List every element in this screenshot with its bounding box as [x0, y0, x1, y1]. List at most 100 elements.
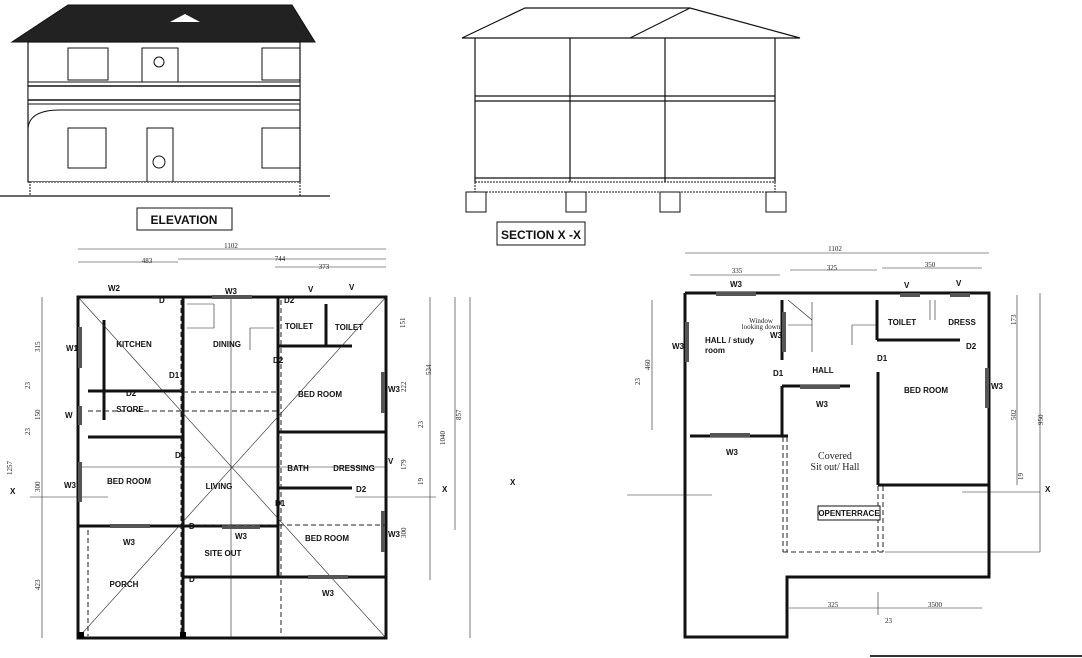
- room-label: BED ROOM: [904, 386, 948, 395]
- room-label: LIVING: [206, 482, 233, 491]
- dimension: 325: [827, 264, 838, 272]
- room-label: DRESS: [948, 318, 976, 327]
- section-drawing: SECTION X -X: [461, 7, 801, 246]
- dimension: 1102: [828, 245, 842, 253]
- dimension: 460: [644, 359, 652, 370]
- ground-floor-plan: KITCHEN DINING TOILET TOILET STORE BED R…: [6, 242, 471, 640]
- dimension: 315: [34, 341, 42, 352]
- room-label: DRESSING: [333, 464, 375, 473]
- opening-label: D2: [356, 485, 367, 494]
- opening-label: W3: [388, 385, 401, 394]
- opening-label: V: [388, 457, 394, 466]
- opening-label: D: [159, 296, 165, 305]
- opening-label: V: [349, 283, 355, 292]
- room-label: OPENTERRACE: [818, 509, 880, 518]
- dimension: 744: [275, 255, 286, 263]
- first-floor-plan: HALL / study room HALL TOILET DRESS BED …: [627, 245, 1051, 639]
- opening-label: W3: [64, 481, 77, 490]
- dimension: 151: [399, 317, 407, 328]
- opening-label: D2: [273, 356, 284, 365]
- dimension: 23: [634, 378, 642, 386]
- opening-label: V: [308, 285, 314, 294]
- room-label: SITE OUT: [205, 549, 242, 558]
- opening-label: W3: [123, 538, 136, 547]
- section-mark: X: [442, 485, 448, 494]
- opening-label: V: [956, 279, 962, 288]
- opening-label: W3: [235, 532, 248, 541]
- room-label: DINING: [213, 340, 241, 349]
- opening-label: V: [904, 281, 910, 290]
- dimension: 23: [885, 617, 893, 625]
- room-label: TOILET: [285, 322, 313, 331]
- dimension: 3500: [928, 601, 943, 609]
- dimension: 179: [400, 459, 408, 470]
- dimension: 534: [425, 364, 433, 375]
- dimension: 23: [24, 382, 32, 390]
- opening-label: D1: [275, 499, 286, 508]
- room-label: room: [705, 346, 725, 355]
- dimension: 19: [1017, 473, 1025, 481]
- dimension: 300: [34, 481, 42, 492]
- opening-label: D2: [966, 342, 977, 351]
- opening-label: W3: [816, 400, 829, 409]
- opening-label: W: [65, 411, 73, 420]
- dimension: 423: [34, 579, 42, 590]
- dimension: 373: [319, 263, 330, 271]
- room-label: BED ROOM: [298, 390, 342, 399]
- section-title-box: [496, 221, 586, 246]
- opening-label: W3: [322, 589, 335, 598]
- opening-label: W3: [225, 287, 238, 296]
- opening-label: D1: [169, 371, 180, 380]
- dimension: 335: [732, 267, 743, 275]
- elevation-title-box: [136, 207, 233, 231]
- dimension: 1040: [439, 431, 447, 446]
- dimension: 222: [400, 381, 408, 392]
- section-mark: X: [1045, 485, 1051, 494]
- note: Window: [749, 317, 774, 325]
- dimension: 1257: [6, 461, 14, 476]
- opening-label: W2: [108, 284, 121, 293]
- dimension: 857: [455, 409, 463, 420]
- section-mark: X: [10, 487, 16, 496]
- dimension: 173: [1010, 314, 1018, 325]
- dimension: 325: [828, 601, 839, 609]
- room-label: PORCH: [110, 580, 139, 589]
- opening-label: W3: [730, 280, 743, 289]
- note: looking down: [742, 323, 781, 331]
- opening-label: W3: [726, 448, 739, 457]
- opening-label: D2: [284, 296, 295, 305]
- elevation-drawing: ELEVATION: [0, 4, 330, 231]
- dimension: 150: [34, 409, 42, 420]
- dimension: 950: [1037, 414, 1045, 425]
- opening-label: D1: [175, 451, 186, 460]
- room-label: HALL: [812, 366, 833, 375]
- dimension: 350: [925, 261, 936, 269]
- dimension: 23: [417, 421, 425, 429]
- room-label: KITCHEN: [116, 340, 152, 349]
- room-label: Sit out/ Hall: [811, 462, 860, 473]
- room-label: BED ROOM: [107, 477, 151, 486]
- room-label: HALL / study: [705, 336, 755, 345]
- dimension: 23: [24, 428, 32, 436]
- section-title: SECTION X -X: [501, 228, 581, 242]
- opening-label: D2: [126, 389, 137, 398]
- room-label: STORE: [116, 405, 144, 414]
- opening-label: W3: [770, 331, 783, 340]
- dimension: 502: [1010, 409, 1018, 420]
- opening-label: W3: [388, 530, 401, 539]
- opening-label: W3: [991, 382, 1004, 391]
- room-label: BED ROOM: [305, 534, 349, 543]
- room-label: Covered: [818, 451, 852, 462]
- opening-label: D: [189, 575, 195, 584]
- opening-label: W3: [672, 342, 685, 351]
- dimension: 1102: [224, 242, 238, 250]
- opening-label: D1: [773, 369, 784, 378]
- dimension: 300: [400, 527, 408, 538]
- opening-label: D1: [877, 354, 888, 363]
- room-label: TOILET: [335, 323, 363, 332]
- room-label: TOILET: [888, 318, 916, 327]
- elevation-title: ELEVATION: [151, 213, 218, 227]
- dimension: 19: [417, 478, 425, 486]
- opening-label: D: [189, 522, 195, 531]
